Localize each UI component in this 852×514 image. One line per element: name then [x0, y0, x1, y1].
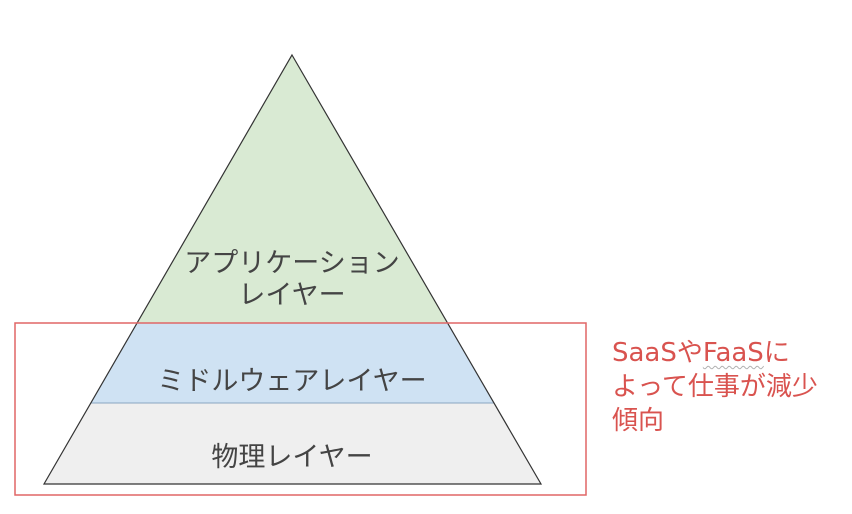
application-layer-label-line1: アプリケーション — [184, 248, 399, 279]
physical-layer-label: 物理レイヤー — [211, 442, 372, 473]
application-layer-shape — [137, 55, 447, 323]
annotation-note: SaaSやFaaSに よって仕事が減少 傾向 — [612, 336, 818, 438]
application-layer-label-line2: レイヤー — [238, 280, 345, 311]
annotation-line-1-faas: FaaS — [702, 338, 764, 368]
annotation-line-3: 傾向 — [612, 406, 665, 436]
middleware-layer-label: ミドルウェアレイヤー — [157, 366, 426, 397]
annotation-line-1: SaaSやFaaSに — [612, 336, 818, 370]
physical-layer-shape — [44, 403, 541, 484]
annotation-line-1-prefix: SaaSや — [612, 338, 703, 368]
highlight-box — [14, 322, 587, 496]
annotation-line-2: よって仕事が減少 — [612, 372, 818, 402]
pyramid-outline — [42, 53, 543, 485]
middleware-layer-shape — [91, 323, 494, 403]
annotation-line-1-suffix: に — [763, 338, 790, 368]
